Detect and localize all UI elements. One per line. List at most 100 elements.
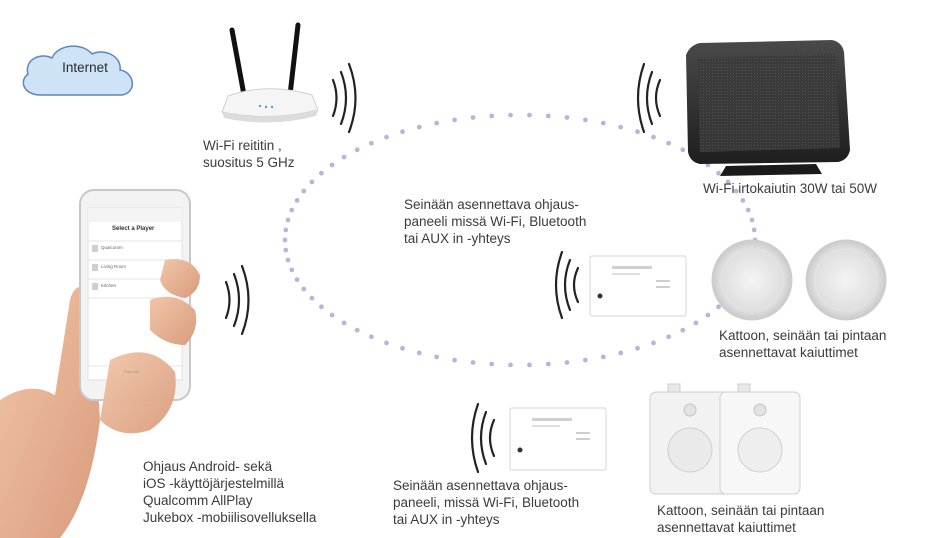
wifi-waves-icon xyxy=(636,62,662,134)
network-dot xyxy=(434,354,440,360)
network-dot xyxy=(354,147,360,153)
network-dot xyxy=(384,134,389,140)
network-dot xyxy=(416,124,422,130)
network-dot xyxy=(618,124,624,130)
network-dot xyxy=(489,113,495,119)
network-dot xyxy=(751,227,757,233)
phone-screen-row: Living Room xyxy=(101,264,127,269)
network-dot xyxy=(400,129,405,135)
phone-screen-footer: Player All xyxy=(124,370,139,374)
network-dot xyxy=(489,361,495,367)
network-dot xyxy=(651,134,656,140)
network-dot xyxy=(434,120,440,126)
router-label: Wi-Fi reititin , suositus 5 GHz xyxy=(203,138,295,170)
network-dot xyxy=(545,113,551,119)
network-dot xyxy=(452,117,457,123)
network-dot xyxy=(583,117,588,123)
network-dot xyxy=(470,115,476,120)
network-dot xyxy=(285,257,291,263)
network-dot xyxy=(693,320,699,326)
network-dot xyxy=(600,120,606,126)
network-dot xyxy=(289,267,295,273)
wall-speakers-label: Kattoon, seinään tai pintaan asennettava… xyxy=(657,503,825,535)
control-panel-icon xyxy=(509,407,607,471)
phone-screen-row: Kitchen xyxy=(101,283,117,288)
phone-screen-row: Qualcomm xyxy=(101,245,123,250)
network-dot xyxy=(666,334,671,340)
network-dot xyxy=(725,179,731,185)
internet-label: Internet xyxy=(62,60,108,75)
network-dot xyxy=(309,295,315,301)
network-dot xyxy=(301,286,307,292)
wifi-waves-icon xyxy=(224,264,250,336)
portable-speaker-label: Wi-Fi irtokaiutin 30W tai 50W xyxy=(703,181,878,196)
network-dot xyxy=(635,129,640,135)
smartphone-icon xyxy=(0,189,200,538)
ceiling-speaker-icon xyxy=(805,239,887,321)
network-dot xyxy=(341,154,347,160)
network-dot xyxy=(651,340,656,346)
network-dot xyxy=(666,140,671,146)
panel-bottom-label: Seinään asennettava ohjaus- paneeli, mis… xyxy=(393,478,580,527)
network-dot xyxy=(354,327,360,333)
network-dot xyxy=(400,345,405,351)
network-dot xyxy=(301,188,307,194)
network-dot xyxy=(745,207,751,213)
network-dot xyxy=(289,207,295,213)
phone-label: Ohjaus Android- sekä iOS -käyttöjärjeste… xyxy=(143,459,317,525)
network-dot xyxy=(416,350,422,356)
wifi-waves-icon xyxy=(554,250,580,320)
network-dot xyxy=(294,277,300,282)
phone-screen-title: Select a Player xyxy=(112,226,155,232)
network-dot xyxy=(319,170,324,176)
network-dot xyxy=(369,334,374,340)
wall-speaker-icon xyxy=(649,383,731,495)
network-dot xyxy=(294,198,300,203)
network-dot xyxy=(384,340,389,346)
network-dot xyxy=(635,345,640,351)
network-dot xyxy=(716,304,721,310)
network-dot xyxy=(508,112,513,118)
wall-speaker-icon xyxy=(719,383,801,495)
wifi-waves-icon xyxy=(331,62,357,134)
network-dot xyxy=(740,198,746,203)
network-dot xyxy=(618,350,624,356)
network-dot xyxy=(309,179,315,185)
network-dot xyxy=(369,140,374,146)
router-icon xyxy=(221,22,319,123)
network-dot xyxy=(329,312,335,318)
network-dot xyxy=(680,147,686,153)
network-dot xyxy=(282,237,288,243)
network-dot xyxy=(283,247,289,253)
ceiling-speaker-icon xyxy=(711,239,793,321)
network-dot xyxy=(527,112,532,118)
network-dot xyxy=(329,162,335,168)
network-dot xyxy=(600,354,606,360)
network-dot xyxy=(452,357,457,363)
network-dot xyxy=(564,115,570,120)
panel-top-label: Seinään asennettava ohjaus- paneeli miss… xyxy=(404,197,587,246)
network-dot xyxy=(564,360,570,365)
network-dot xyxy=(470,360,476,365)
network-dot xyxy=(545,361,551,367)
control-panel-icon xyxy=(589,255,687,317)
network-dot xyxy=(583,357,588,363)
network-dot xyxy=(705,312,711,318)
network-dot xyxy=(285,217,291,223)
ceiling-speakers-label: Kattoon, seinään tai pintaan asennettava… xyxy=(719,328,887,360)
wifi-network-ring xyxy=(282,112,758,368)
network-dot xyxy=(508,362,513,368)
network-dot xyxy=(341,320,347,326)
network-dot xyxy=(749,217,755,223)
wifi-waves-icon xyxy=(470,402,496,474)
network-dot xyxy=(283,227,289,233)
network-dot xyxy=(733,188,739,194)
speaker-icon xyxy=(686,40,850,176)
network-dot xyxy=(527,362,532,368)
cloud-icon xyxy=(22,45,133,96)
network-dot xyxy=(716,170,721,176)
network-dot xyxy=(319,304,324,310)
network-dot xyxy=(680,327,686,333)
